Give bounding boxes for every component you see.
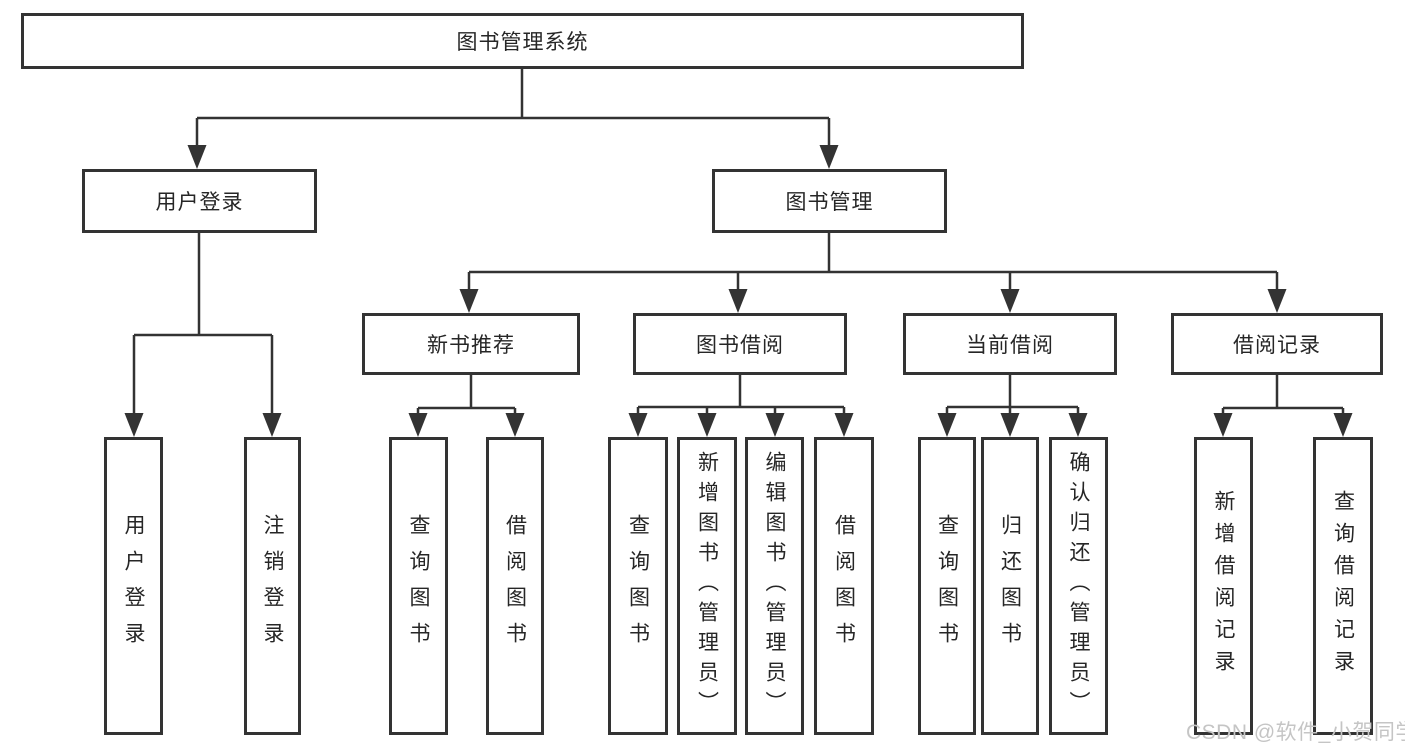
node-label: 图书借阅 xyxy=(696,334,784,357)
node-borrowing-records: 借阅记录 xyxy=(1171,313,1383,375)
arrowhead xyxy=(937,413,957,437)
connector-bookborrow-to-leaves xyxy=(636,375,846,417)
node-new-book-recommend: 新书推荐 xyxy=(362,313,580,375)
arrowhead xyxy=(819,145,839,169)
arrowhead xyxy=(262,413,282,437)
arrowhead xyxy=(1000,413,1020,437)
arrowhead xyxy=(1000,289,1020,313)
leaf-borrow-books: 借阅图书 xyxy=(486,437,544,735)
leaf-label: 归还图书 xyxy=(998,514,1022,658)
leaf-label: 借阅图书 xyxy=(832,514,856,658)
connector-userlogin-to-leaves xyxy=(132,233,274,417)
arrowhead xyxy=(628,413,648,437)
leaf-query-books: 查询图书 xyxy=(608,437,668,735)
arrowhead xyxy=(765,413,785,437)
node-label: 用户登录 xyxy=(155,191,244,214)
connector-borrowrecords-to-leaves xyxy=(1221,375,1345,417)
leaf-return-books: 归还图书 xyxy=(981,437,1039,735)
leaf-label: 新增图书（管理员） xyxy=(695,451,719,721)
leaf-label: 借阅图书 xyxy=(503,514,527,658)
leaf-query-borrow-record: 查询借阅记录 xyxy=(1313,437,1373,735)
arrowhead xyxy=(187,145,207,169)
leaf-edit-books-admin: 编辑图书（管理员） xyxy=(745,437,804,735)
leaf-label: 编辑图书（管理员） xyxy=(763,451,786,721)
node-user-login: 用户登录 xyxy=(82,169,317,233)
arrowhead xyxy=(1213,413,1233,437)
node-label: 借阅记录 xyxy=(1233,334,1321,357)
arrowhead xyxy=(834,413,854,437)
node-book-management: 图书管理 xyxy=(712,169,947,233)
node-label: 新书推荐 xyxy=(427,334,515,357)
leaf-label: 用户登录 xyxy=(122,514,145,658)
arrowhead xyxy=(697,413,717,437)
leaf-confirm-return-admin: 确认归还（管理员） xyxy=(1049,437,1108,735)
node-label: 图书管理系统 xyxy=(456,31,589,54)
connector-root-to-level2 xyxy=(195,69,831,149)
leaf-label: 新增借阅记录 xyxy=(1212,490,1235,682)
node-current-borrowing: 当前借阅 xyxy=(903,313,1117,375)
leaf-label: 查询借阅记录 xyxy=(1331,490,1355,682)
node-label: 当前借阅 xyxy=(966,334,1054,357)
leaf-label: 查询图书 xyxy=(935,514,959,658)
connector-currentborrow-to-leaves xyxy=(945,375,1080,417)
leaf-add-books-admin: 新增图书（管理员） xyxy=(677,437,737,735)
connector-bookmgmt-to-level3 xyxy=(467,233,1279,293)
arrowhead xyxy=(1068,413,1088,437)
leaf-add-borrow-record: 新增借阅记录 xyxy=(1194,437,1253,735)
arrowhead xyxy=(124,413,144,437)
arrowhead xyxy=(1333,413,1353,437)
arrowhead xyxy=(408,413,428,437)
arrowhead xyxy=(459,289,479,313)
leaf-label: 注销登录 xyxy=(261,514,284,658)
csdn-watermark: CSDN @软件_小贺同学 xyxy=(1186,721,1405,744)
leaf-borrow-books: 借阅图书 xyxy=(814,437,874,735)
arrowhead xyxy=(728,289,748,313)
leaf-logout: 注销登录 xyxy=(244,437,301,735)
node-root-system: 图书管理系统 xyxy=(21,13,1024,69)
leaf-label: 查询图书 xyxy=(407,514,430,658)
leaf-label: 查询图书 xyxy=(626,514,650,658)
arrowhead xyxy=(505,413,525,437)
leaf-label: 确认归还（管理员） xyxy=(1067,451,1090,721)
leaf-query-books: 查询图书 xyxy=(918,437,976,735)
arrowhead xyxy=(1267,289,1287,313)
leaf-user-login: 用户登录 xyxy=(104,437,163,735)
node-book-borrowing: 图书借阅 xyxy=(633,313,847,375)
leaf-query-books: 查询图书 xyxy=(389,437,448,735)
connector-newbookrec-to-leaves xyxy=(416,375,517,417)
node-label: 图书管理 xyxy=(785,191,874,214)
